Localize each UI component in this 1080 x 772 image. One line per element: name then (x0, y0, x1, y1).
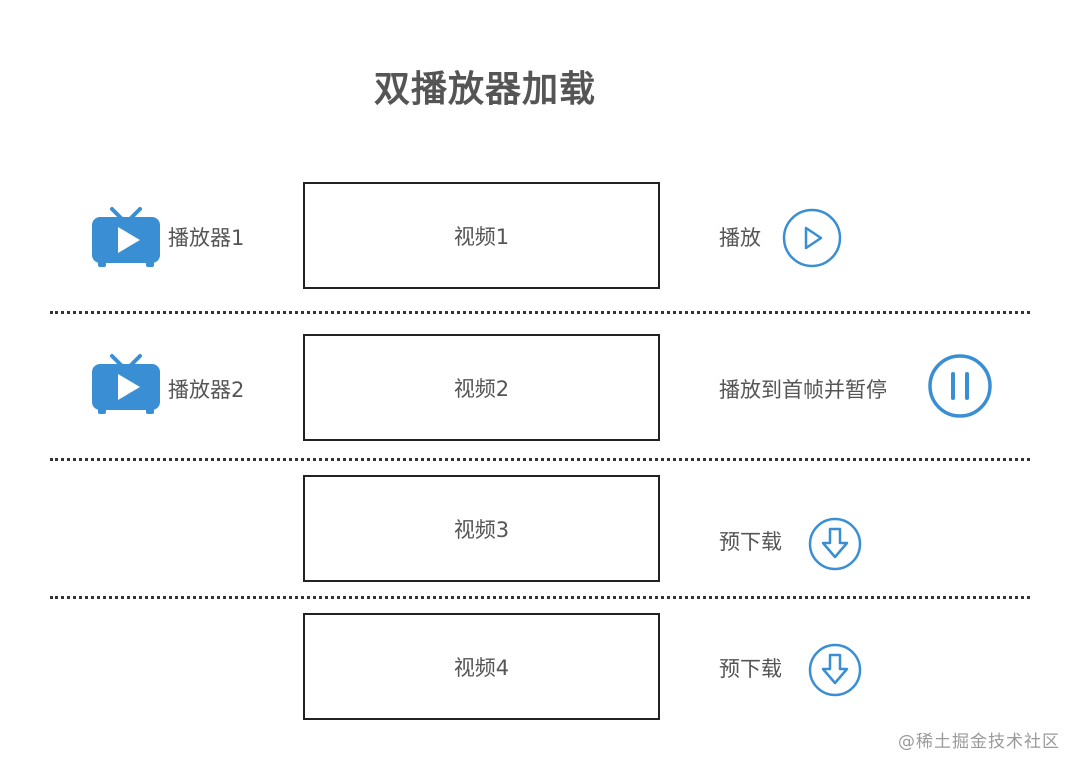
video-box: 视频3 (303, 475, 660, 582)
page-title: 双播放器加载 (373, 69, 596, 110)
action-label: 预下载 (719, 657, 782, 681)
play-circle-icon[interactable] (781, 207, 843, 269)
video-label: 视频2 (453, 376, 510, 401)
tv-player-icon (92, 354, 160, 414)
player-label: 播放器1 (168, 226, 245, 250)
video-box: 视频2 (303, 334, 660, 441)
action-label: 预下载 (719, 530, 782, 554)
action-label: 播放 (719, 226, 761, 250)
tv-player-icon (92, 207, 160, 267)
row-divider (50, 596, 1030, 599)
pause-circle-icon[interactable] (926, 352, 994, 420)
video-label: 视频3 (453, 517, 510, 542)
watermark: @稀土掘金技术社区 (898, 732, 1060, 752)
video-box: 视频1 (303, 182, 660, 289)
action-label: 播放到首帧并暂停 (719, 378, 887, 402)
download-circle-icon[interactable] (807, 642, 863, 698)
download-circle-icon[interactable] (807, 516, 863, 572)
row-divider (50, 458, 1030, 461)
video-label: 视频4 (453, 655, 510, 680)
video-box: 视频4 (303, 613, 660, 720)
row-divider (50, 311, 1030, 314)
video-label: 视频1 (453, 224, 510, 249)
player-label: 播放器2 (168, 378, 245, 402)
